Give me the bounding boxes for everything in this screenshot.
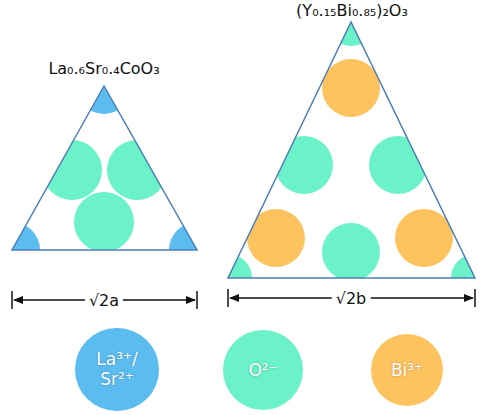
ion-swatch: La³⁺/ Sr²⁺: [75, 328, 158, 411]
dimension-label: √2b: [332, 289, 371, 308]
legend-text: O²⁻: [248, 360, 277, 380]
fluorite-plane: [204, 0, 486, 302]
ion-swatch: Bi³⁺: [371, 334, 443, 406]
ion-swatch: O²⁻: [223, 330, 303, 410]
unit-triangle: [228, 22, 475, 278]
label-text: √2b: [336, 289, 367, 308]
dimension-label: √2a: [85, 291, 123, 310]
formula-label: La₀.₆Sr₀.₄CoO₃: [48, 59, 159, 78]
dimension-lines: [12, 289, 475, 309]
legend-text: Bi³⁺: [391, 360, 423, 380]
perovskite-plane: [0, 58, 225, 278]
formula-label: (Y₀.₁₅Bi₀.₈₅)₂O₃: [296, 1, 408, 20]
unit-triangle: [12, 86, 197, 250]
label-text: √2a: [89, 291, 119, 310]
legend-text: La³⁺/ Sr²⁺: [85, 349, 149, 389]
label-text: La₀.₆Sr₀.₄CoO₃: [48, 59, 159, 78]
label-text: (Y₀.₁₅Bi₀.₈₅)₂O₃: [296, 1, 408, 20]
